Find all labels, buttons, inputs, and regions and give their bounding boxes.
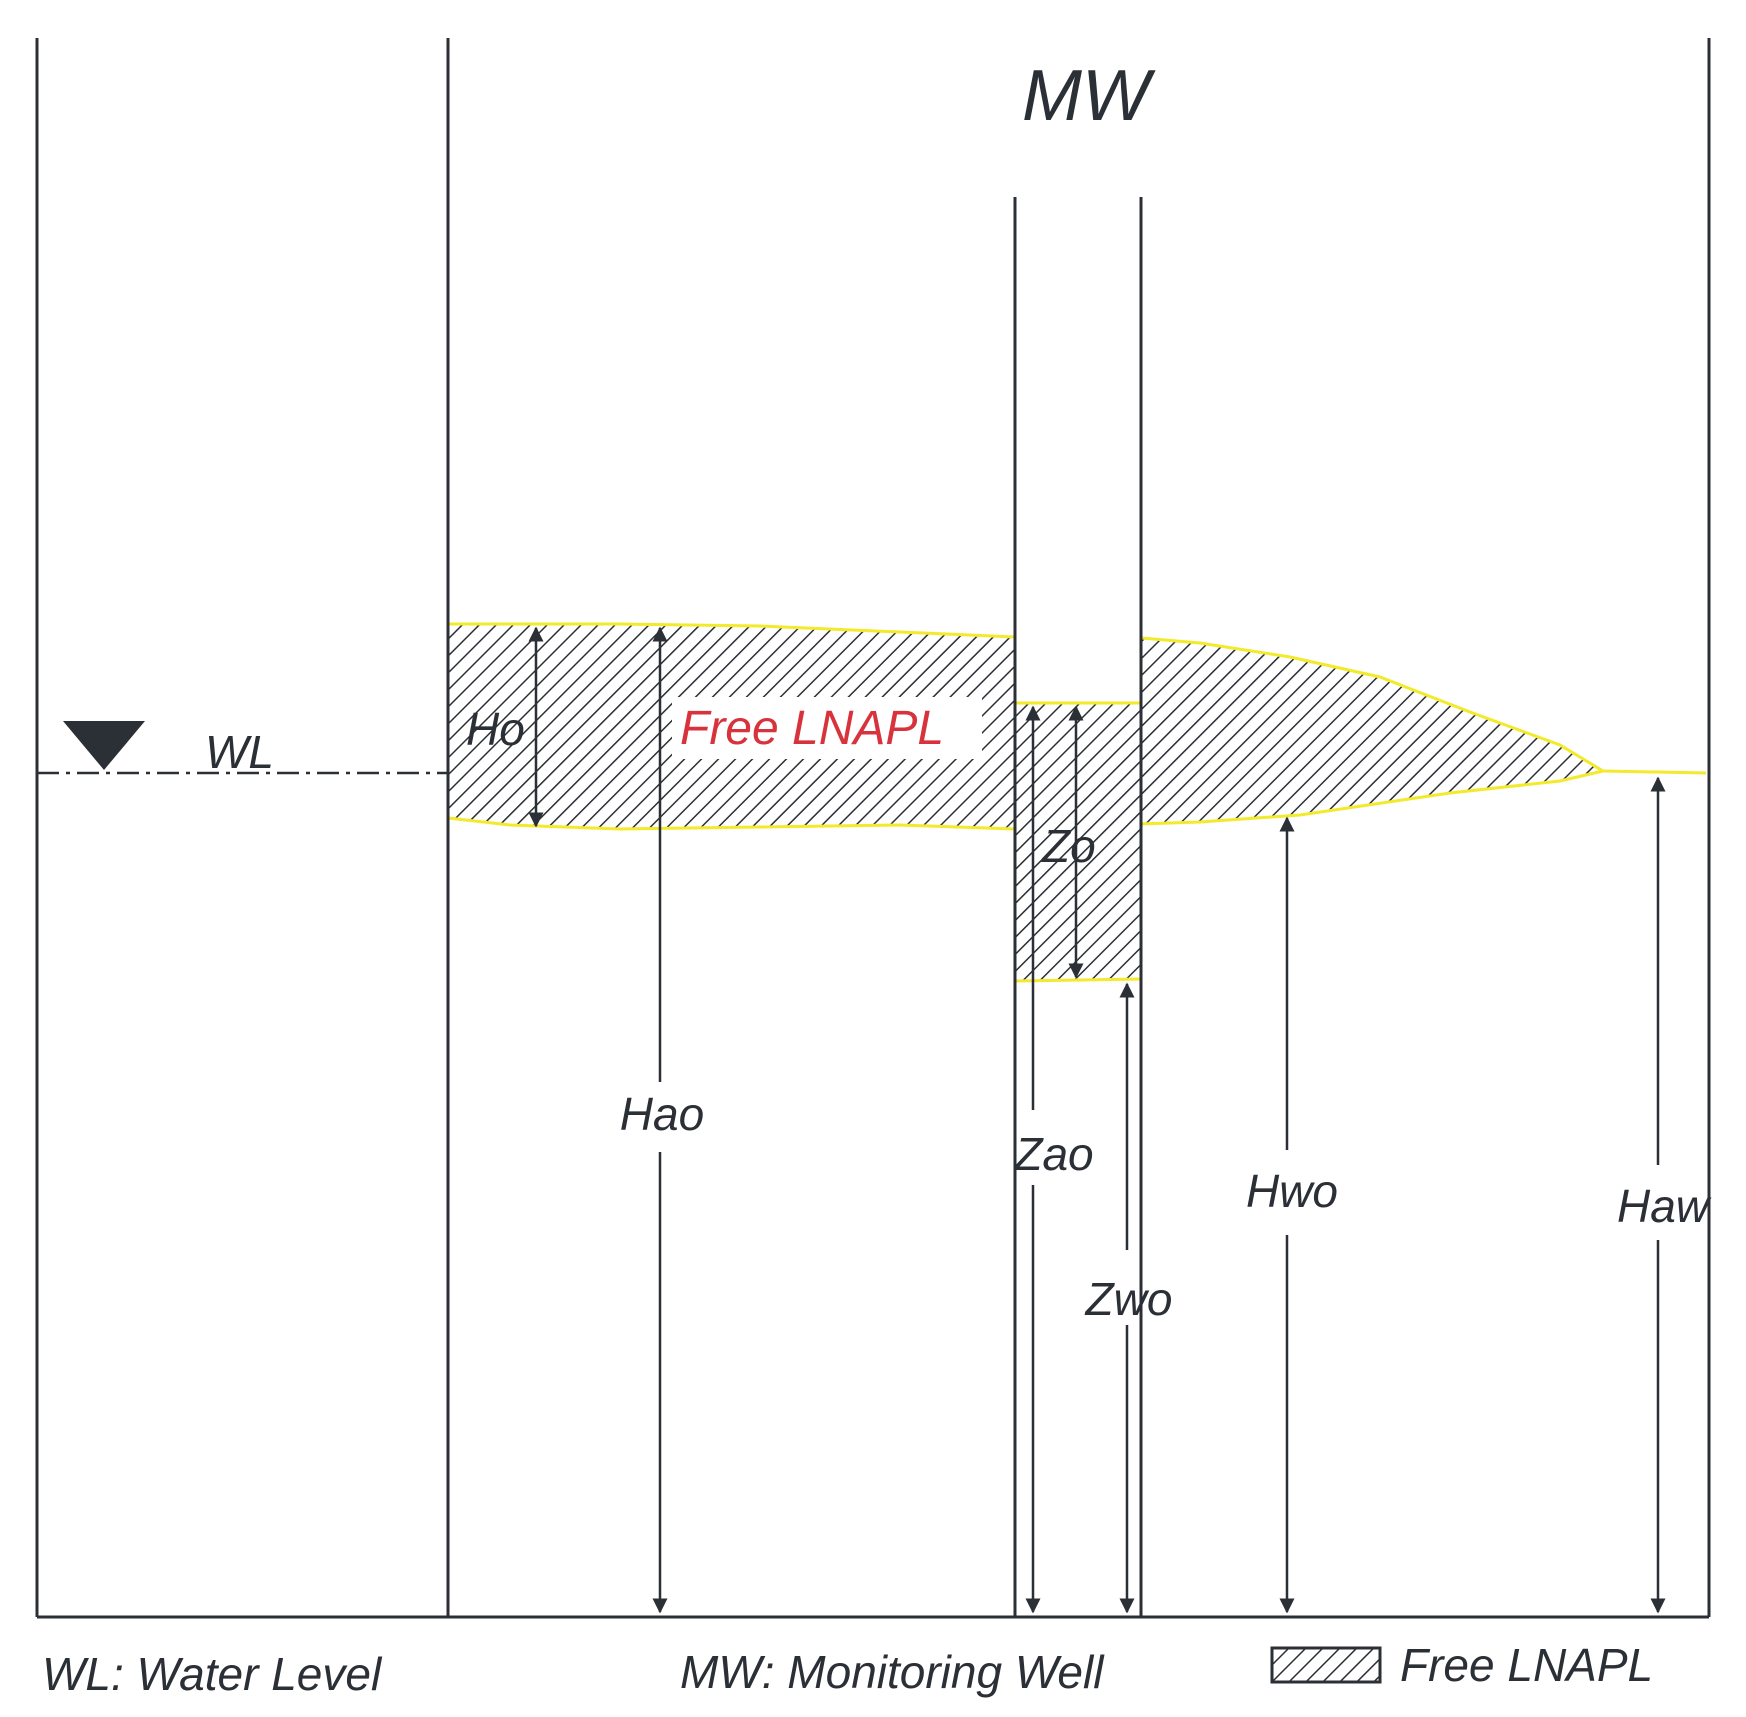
lnapl-boundary-lines (447, 622, 1707, 983)
legend-lnapl: Free LNAPL (1400, 1639, 1653, 1691)
hwo-label: Hwo (1246, 1165, 1338, 1217)
free-lnapl-label: Free LNAPL (680, 702, 944, 755)
legend-mw: MW: Monitoring Well (680, 1646, 1105, 1698)
dimension-arrows (528, 626, 1666, 1614)
frame-lines (35, 38, 1711, 1619)
zao-label: Zao (1013, 1128, 1093, 1180)
free-lnapl-label-bg (672, 697, 982, 759)
zo-label: Zo (1041, 820, 1096, 872)
haw-label: Haw (1617, 1180, 1712, 1232)
inverted-triangle-icon (63, 721, 145, 770)
legend-wl: WL: Water Level (42, 1648, 383, 1700)
wl-label: WL (205, 726, 274, 778)
lnapl-region-right (1141, 638, 1603, 824)
hao-label: Hao (620, 1088, 704, 1140)
zwo-label: Zwo (1085, 1273, 1173, 1325)
hatched-box-icon (1270, 1646, 1382, 1684)
ho-label: Ho (466, 703, 525, 755)
diagram-title: MW (1022, 56, 1156, 136)
